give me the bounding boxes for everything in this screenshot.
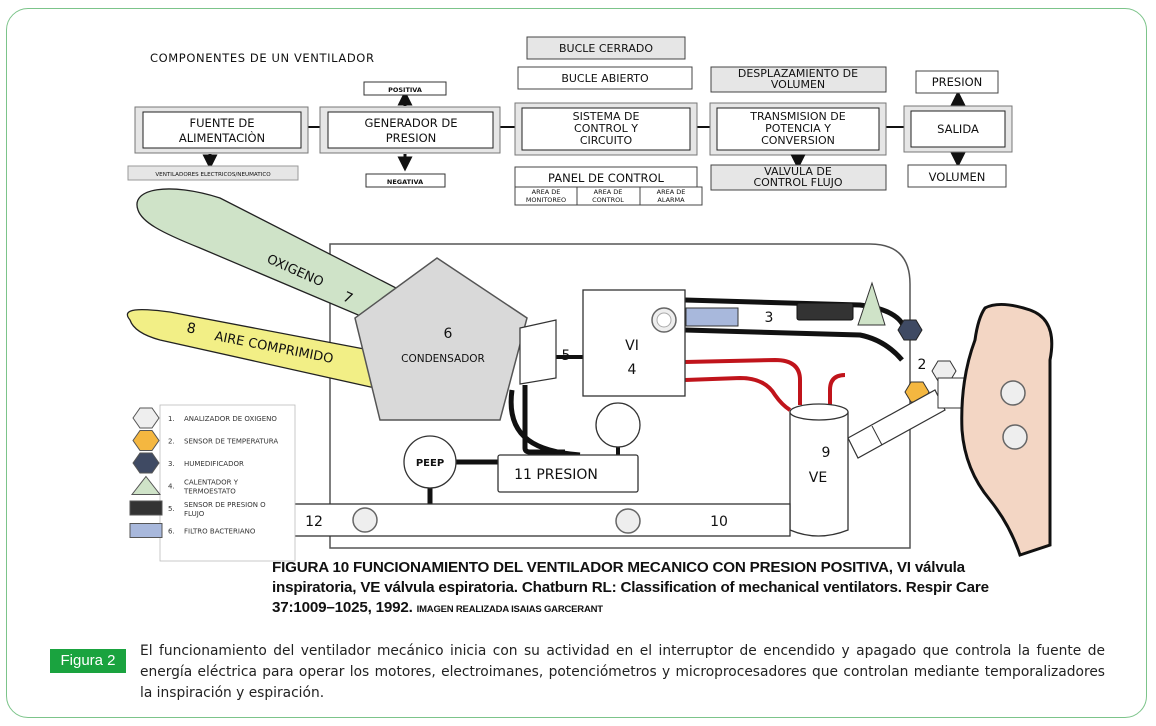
gauge-icon [352,507,378,533]
pipe-upper [684,327,904,362]
legend: 1. ANALIZADOR DE OXIGENO 2. SENSOR DE TEMPE… [129,404,296,562]
legend-number: 1. [168,415,175,423]
figure-title-line3: 37:1009–1025, 1992. [272,599,413,616]
num-10: 10 [710,514,728,530]
legend-swatch [132,407,160,429]
positiva-label: POSITIVA [388,86,422,94]
calentador [857,281,886,326]
figure-title-line1: FIGURA 10 FUNCIONAMIENTO DEL VENTILADOR … [272,559,965,576]
volumen-label: VOLUMEN [929,170,986,184]
ve-label: VE [809,470,827,486]
salida-label: SALIDA [937,122,979,136]
pipe [522,385,565,455]
red-pipe [684,357,802,405]
pipe [508,389,581,458]
legend-number: 6. [168,528,175,536]
diagram-title: COMPONENTES DE UN VENTILADOR [150,51,375,65]
filtro-bacteriano [685,307,739,327]
legend-swatch [129,523,163,538]
aire-num: 8 [185,320,197,337]
condensador-num: 6 [444,326,453,342]
humedificador [897,319,923,341]
legend-label: SENSOR DE TEMPERATURA [184,438,278,446]
legend-swatch [132,430,160,451]
gauge-icon [615,508,641,534]
legend-swatch [132,452,160,474]
ve-num: 9 [822,445,831,461]
presion-box [497,454,639,493]
connector-block [519,319,557,385]
presion11-label: 11 PRESION [514,467,598,483]
legend-number: 2. [168,438,175,446]
vi-num: 4 [628,362,637,378]
bucle-abierto: BUCLE ABIERTO [561,72,649,85]
vi-label: VI [625,338,639,354]
figure-caption: El funcionamiento del ventilador mecánic… [140,643,1105,701]
figure-title-line2: inspiratoria, VE válvula espiratoria. Ch… [272,579,989,596]
sensor-presion [796,302,854,321]
oxygen-tube [136,188,402,321]
legend-swatch [129,500,163,516]
figure-credit: IMAGEN REALIZADA ISAIAS GARCERANT [416,604,603,615]
panel-label: PANEL DE CONTROL [548,171,665,185]
legend-frame [159,404,296,562]
negativa-label: NEGATIVA [387,178,423,186]
num-3: 3 [765,310,774,326]
num-5: 5 [562,348,571,364]
legend-number: 4. [168,483,175,491]
legend-label: FILTRO BACTERIANO [184,528,256,536]
legend-number: 3. [168,460,175,468]
red-pipe [828,373,846,420]
fuente-sub: VENTILADORES ELECTRICOS/NEUMATICO [155,172,271,178]
gauge-icon [1002,424,1028,450]
gauge-inner [656,312,672,328]
legend-swatch [130,475,162,495]
legend-label: ANALIZADOR DE OXIGENO [184,415,277,423]
red-pipe [684,375,792,412]
condensador-label: CONDENSADOR [401,353,485,365]
peep-label: PEEP [416,458,444,469]
legend-label: HUMEDIFICADOR [184,460,244,468]
legend-number: 5. [168,505,175,513]
patient-tube [847,389,946,459]
bucle-cerrado: BUCLE CERRADO [559,42,653,55]
presion-gauge [595,402,641,448]
num-2: 2 [918,357,927,373]
vi-valve [582,289,686,397]
gauge-icon [1000,380,1026,406]
condensador [354,257,528,421]
num-12: 12 [305,514,323,530]
presion-label: PRESION [932,75,983,89]
salida-box: SALIDA [903,105,1013,153]
tube-seam [871,425,883,446]
figure-title: FIGURA 10 FUNCIONAMIENTO DEL VENTILADOR … [272,558,1002,620]
peep-gauge [403,435,457,489]
figure-badge: Figura 2 [50,649,126,673]
